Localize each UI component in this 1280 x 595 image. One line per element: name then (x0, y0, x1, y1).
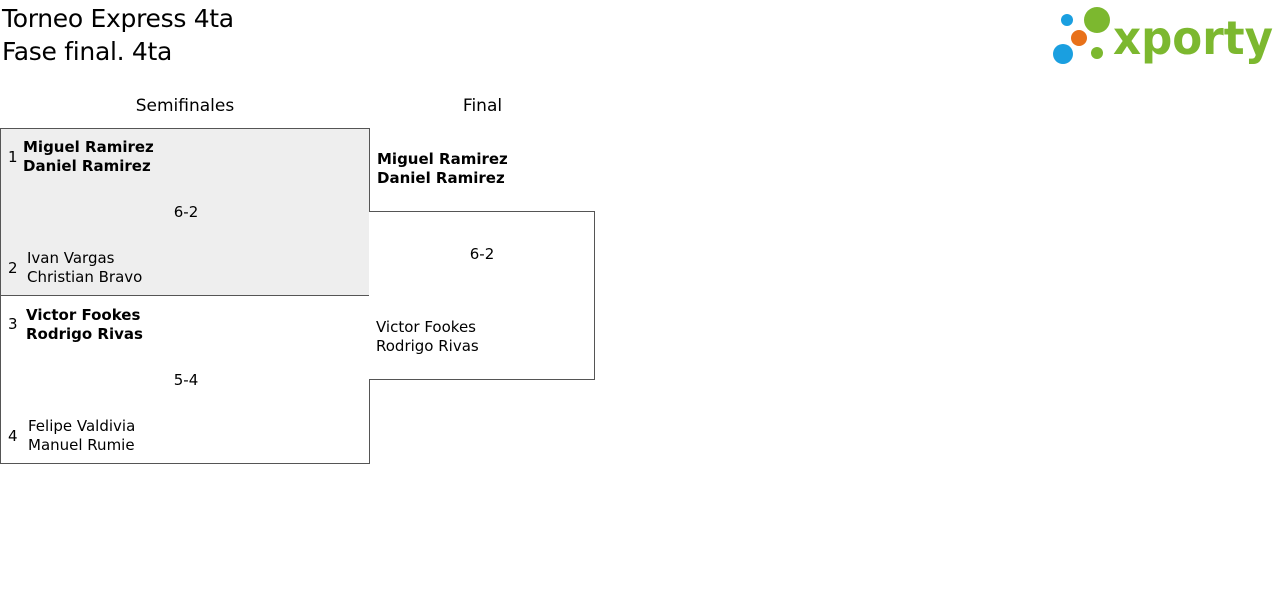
page-title: Torneo Express 4ta (2, 4, 234, 33)
round-header-final: Final (462, 96, 503, 116)
match-score: 6-2 (469, 245, 495, 263)
xporty-logo: xporty (1053, 7, 1273, 65)
player-name: Miguel Ramirez (377, 150, 508, 168)
logo-dot-blue-large (1053, 44, 1073, 64)
final-team-top: Miguel Ramirez Daniel Ramirez (377, 150, 508, 188)
player-name: Manuel Rumie (28, 436, 135, 454)
logo-wordmark: xporty (1113, 11, 1273, 65)
team-winner: Victor Fookes Rodrigo Rivas (26, 306, 143, 344)
player-name: Victor Fookes (26, 306, 141, 324)
player-name: Rodrigo Rivas (26, 325, 143, 343)
logo-dot-green (1084, 7, 1110, 33)
team-loser: Ivan Vargas Christian Bravo (27, 249, 142, 287)
player-name: Felipe Valdivia (28, 417, 136, 435)
final-team-bottom: Victor Fookes Rodrigo Rivas (376, 318, 479, 356)
round-header-semifinals: Semifinales (135, 96, 235, 116)
semifinal-match-2: 3 Victor Fookes Rodrigo Rivas 5-4 4 Feli… (0, 295, 370, 464)
player-name: Victor Fookes (376, 318, 476, 336)
player-name: Christian Bravo (27, 268, 143, 286)
seed-number: 4 (8, 427, 18, 445)
team-loser: Felipe Valdivia Manuel Rumie (28, 417, 135, 455)
page-subtitle: Fase final. 4ta (2, 37, 173, 66)
match-score: 5-4 (173, 371, 199, 389)
logo-dot-green-small (1091, 47, 1103, 59)
seed-number: 3 (8, 315, 18, 333)
player-name: Rodrigo Rivas (376, 337, 479, 355)
final-match: 6-2 Victor Fookes Rodrigo Rivas (369, 211, 595, 380)
team-winner: Miguel Ramirez Daniel Ramirez (23, 138, 154, 176)
seed-number: 1 (8, 148, 18, 166)
player-name: Miguel Ramirez (23, 138, 154, 156)
semifinal-match-1: 1 Miguel Ramirez Daniel Ramirez 6-2 2 Iv… (0, 128, 370, 296)
player-name: Daniel Ramirez (377, 169, 505, 187)
player-name: Ivan Vargas (27, 249, 115, 267)
seed-number: 2 (8, 259, 18, 277)
player-name: Daniel Ramirez (23, 157, 151, 175)
logo-dot-blue-small (1061, 14, 1073, 26)
match-score: 6-2 (173, 203, 199, 221)
logo-dot-orange (1071, 30, 1087, 46)
